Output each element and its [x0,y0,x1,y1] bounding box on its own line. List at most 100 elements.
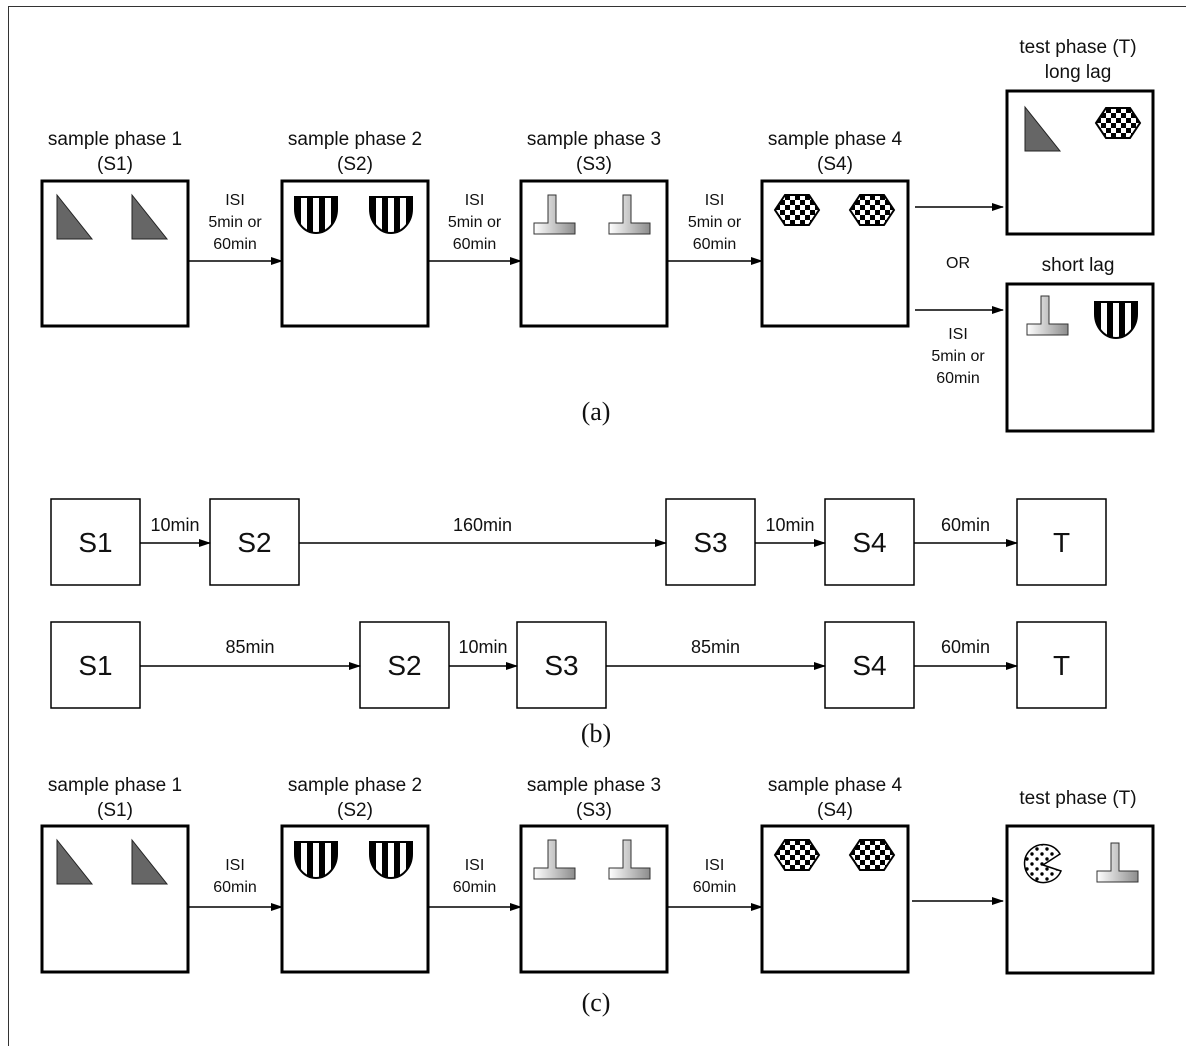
isi-label: 5min or [208,214,262,231]
triangle-shape [1024,105,1062,152]
t-shape [608,839,651,880]
shield-shape [1094,301,1138,339]
hexagon-shape [773,839,821,871]
phase-code: (S4) [817,154,853,175]
timeline-box-label: S1 [78,527,112,558]
checkered-hexagon-icon [848,194,896,226]
figure-border [8,6,1186,1046]
phase-box [40,179,190,328]
t-shape [533,194,576,235]
panel-caption: (c) [582,988,611,1017]
shield-shape [294,841,338,879]
timeline-box [50,498,141,586]
triangle-shape [131,193,169,240]
timeline-box-label: S2 [237,527,271,558]
t-shape [1096,842,1139,883]
striped-shield-icon [294,841,338,879]
isi-label: 60min [213,236,257,253]
phase-code: (S1) [97,800,133,821]
isi-label: 5min or [448,214,502,231]
isi-label: ISI [225,192,245,209]
striped-shield-icon [294,196,338,234]
test-box [1005,824,1155,975]
striped-shield-icon [369,841,413,879]
isi-label: 60min [693,236,737,253]
interval-label: 60min [941,637,990,657]
phase-code: (S3) [576,800,612,821]
isi-label: 60min [453,879,497,896]
panel-caption: (b) [581,719,611,748]
checkered-hexagon-icon [773,194,821,226]
isi-label: 60min [693,879,737,896]
isi-label: 5min or [931,348,985,365]
triangle-shape [56,838,94,885]
timeline-box [50,621,141,709]
test-title: test phase (T) [1019,37,1136,58]
panel-c: sample phase 1(S1)sample phase 2(S2)samp… [40,775,1155,1017]
phase-code: (S4) [817,800,853,821]
isi-label: 5min or [688,214,742,231]
phase-box [40,824,190,974]
timeline-box-label: S4 [852,650,886,681]
isi-label: ISI [948,326,968,343]
t-shape [533,839,576,880]
phase-code: (S2) [337,800,373,821]
phase-box [519,824,669,974]
t-shape-icon [1026,295,1069,336]
checkered-hexagon-icon [848,839,896,871]
phase-title: sample phase 2 [288,775,422,796]
phase-title: sample phase 2 [288,129,422,150]
timeline-box [209,498,300,586]
interval-label: 10min [458,637,507,657]
shield-shape [294,196,338,234]
timeline-box-label: S3 [544,650,578,681]
pacman-shape [1023,843,1063,884]
panel-caption: (a) [582,397,611,426]
timeline-box-label: S3 [693,527,727,558]
isi-label: 60min [213,879,257,896]
isi-label: 60min [936,370,980,387]
checkered-hexagon-icon [773,839,821,871]
timeline-box-label: S2 [387,650,421,681]
timeline-box [516,621,607,709]
striped-shield-icon [369,196,413,234]
striped-shield-icon [1094,301,1138,339]
phase-code: (S2) [337,154,373,175]
phase-title: sample phase 1 [48,129,182,150]
interval-label: 85min [691,637,740,657]
triangle-icon [1024,105,1062,152]
interval-label: 160min [453,515,512,535]
checkered-hexagon-icon [1094,107,1142,139]
dotted-pacman-icon [1023,843,1063,884]
triangle-icon [56,193,94,240]
or-label: OR [946,255,970,272]
phase-title: sample phase 1 [48,775,182,796]
hexagon-shape [773,194,821,226]
phase-title: sample phase 4 [768,129,903,150]
triangle-icon [131,193,169,240]
isi-label: ISI [465,192,485,209]
interval-label: 85min [225,637,274,657]
hexagon-shape [848,194,896,226]
interval-label: 60min [941,515,990,535]
t-shape-icon [608,839,651,880]
t-shape-icon [608,194,651,235]
test-title: test phase (T) [1019,788,1136,809]
t-shape [608,194,651,235]
isi-label: ISI [705,192,725,209]
timeline-box-label: S1 [78,650,112,681]
hexagon-shape [1094,107,1142,139]
timeline-box-label: S4 [852,527,886,558]
shield-shape [369,841,413,879]
t-shape-icon [533,194,576,235]
t-shape-icon [533,839,576,880]
hexagon-shape [848,839,896,871]
isi-label: ISI [225,857,245,874]
timeline-box [1016,498,1107,586]
timeline-box [665,498,756,586]
isi-label: ISI [705,857,725,874]
timeline-box-label: T [1053,527,1070,558]
test-subtitle: long lag [1045,62,1112,83]
timeline-box [1016,621,1107,709]
